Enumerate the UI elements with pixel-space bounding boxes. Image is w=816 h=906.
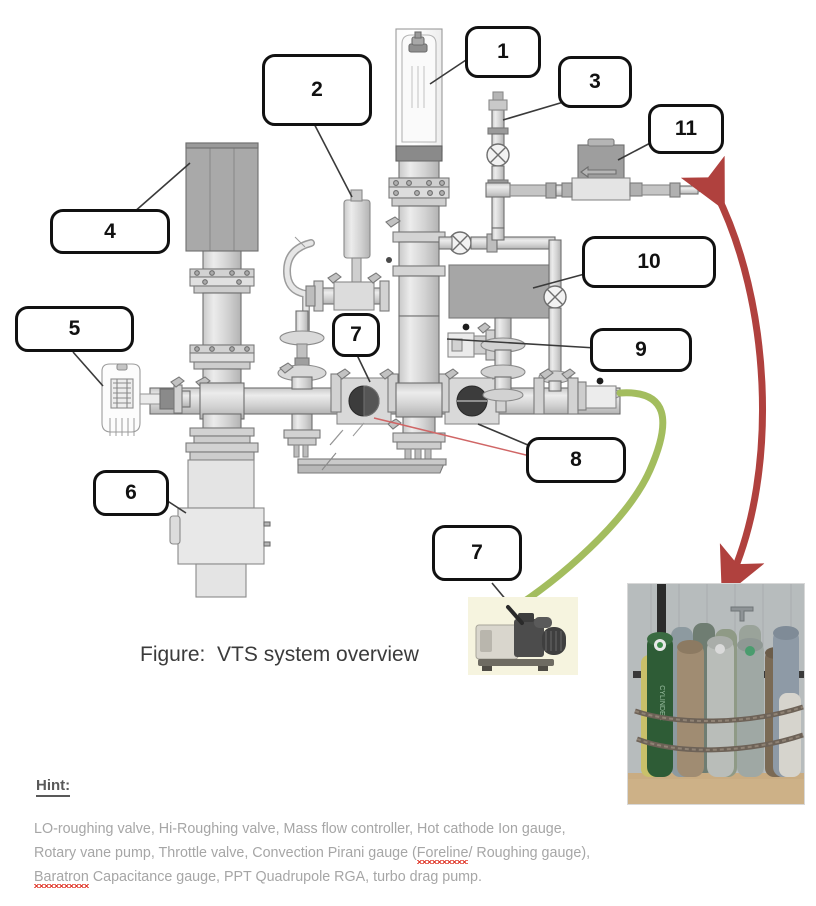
upper-gas-line: [438, 91, 572, 392]
throttle-valve-actuator: [343, 199, 371, 259]
figure-caption: Figure: VTS system overview: [140, 643, 419, 666]
bell-jar-chamber: [395, 28, 443, 179]
hint-line-2-before: Rotary vane pump, Throttle valve, Convec…: [34, 845, 417, 861]
hint-title: Hint:: [36, 777, 71, 797]
hint-line-2: Rotary vane pump, Throttle valve, Convec…: [34, 841, 600, 865]
turbo-drag-pump: [185, 142, 259, 388]
left-support-leg: [283, 413, 321, 458]
center-riser: [387, 315, 446, 462]
callout-8-red-leader: [373, 417, 531, 457]
hint-line-3-after: Capacitance gauge, PPT Quadrupole RGA, t…: [88, 869, 482, 885]
callout-7-label: 7: [350, 323, 362, 346]
callout-6-label: 6: [125, 481, 137, 504]
callout-10-label: 10: [637, 250, 661, 273]
callout-4-label: 4: [104, 219, 116, 243]
hint-misspelled-baratron: Baratron: [34, 869, 89, 885]
callout-4[interactable]: 4: [50, 209, 170, 254]
callout-11[interactable]: 11: [648, 104, 724, 154]
callout-7[interactable]: 7: [332, 313, 380, 357]
hint-body: LO-roughing valve, Hi-Roughing valve, Ma…: [34, 817, 600, 889]
gas-supply-arrow: [680, 155, 766, 598]
callout-2-label: 2: [311, 78, 323, 101]
callout-6[interactable]: 6: [93, 470, 169, 516]
callout-11-label: 11: [674, 117, 698, 140]
ppt-quadrupole-rga: [448, 264, 558, 402]
lo-roughing-valve: [330, 368, 399, 425]
svg-text:CYLINDER: CYLINDER: [658, 685, 665, 720]
callout-9[interactable]: 9: [590, 328, 692, 372]
callout-2[interactable]: 2: [262, 54, 372, 126]
callout-1-label: 1: [497, 40, 509, 63]
callout-7-pump-label: 7: [471, 541, 483, 564]
gas-cylinder-bank-photo: CYLINDER: [627, 583, 805, 805]
callout-5-label: 5: [68, 317, 81, 340]
hint-line-1: LO-roughing valve, Hi-Roughing valve, Ma…: [34, 821, 566, 837]
callout-3[interactable]: 3: [558, 56, 632, 108]
callout-8[interactable]: 8: [526, 437, 626, 483]
hot-cathode-ion-gauge: [101, 363, 191, 436]
callout-9-label: 9: [635, 338, 647, 361]
chamber-flange-stack: [385, 177, 450, 317]
callout-5[interactable]: 5: [15, 306, 134, 352]
callout-1[interactable]: 1: [465, 26, 541, 78]
throttle-valve-assembly: [277, 189, 390, 390]
foreline-pump-arrow: [501, 389, 667, 618]
callout-10[interactable]: 10: [582, 236, 716, 288]
callout-7-pump[interactable]: 7: [432, 525, 522, 581]
baratron-capacitance-gauge: [169, 442, 271, 598]
callout-8-label: 8: [570, 448, 582, 471]
rotary-vane-pump-photo: [468, 597, 578, 675]
hint-line-2-after: / Roughing gauge),: [468, 845, 591, 861]
hint-misspelled-foreline: Foreline: [416, 845, 469, 861]
callout-3-label: 3: [589, 70, 601, 93]
hint-line-3: Baratron Capacitance gauge, PPT Quadrupo…: [34, 865, 600, 889]
